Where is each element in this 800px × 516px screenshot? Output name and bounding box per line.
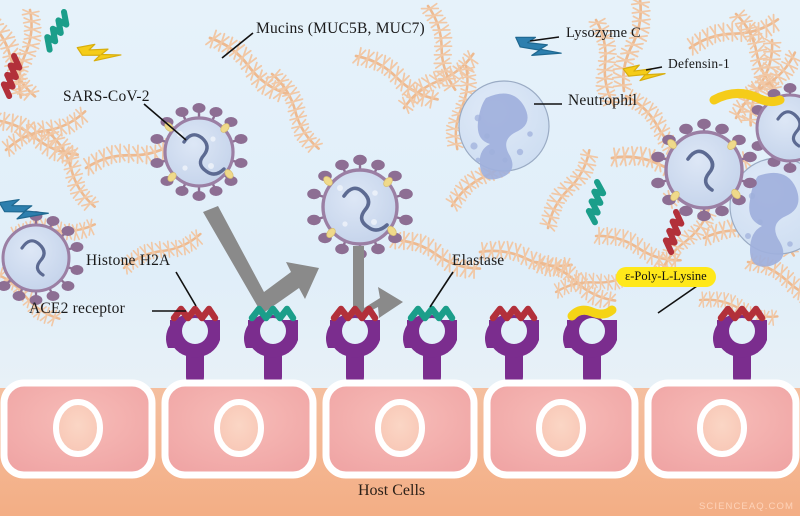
virus-deflection-arrow [203,206,319,314]
virus-rna [686,149,715,192]
host-cell-nucleus [536,399,586,457]
lysozyme-c-peptide [515,36,562,56]
sars-cov-2-particle [307,154,413,260]
label-poly-l-lysine: ε-Poly-L-Lysine [616,267,716,287]
host-cell [322,379,478,479]
ace2-receptor [563,305,617,386]
label-histone-h2a: Histone H2A [86,252,171,269]
sars-cov-2-particle [751,83,800,173]
histone-h2a-cap [489,305,538,322]
label-ace2-receptor: ACE2 receptor [29,300,125,317]
neutrophil-nucleus [749,172,799,267]
sars-cov-2-particle [0,211,84,305]
label-neutrophil: Neutrophil [568,92,638,109]
ace2-receptor [166,305,220,386]
label-lysozyme-c: Lysozyme C [566,25,641,41]
histone-h2a-cap [330,305,379,322]
host-cell-row [0,379,800,479]
histone-h2a-peptide [662,209,685,256]
histone-h2a-cap [717,305,766,322]
lysozyme-c-peptide [0,198,49,220]
leader-lines [143,32,698,314]
host-cell-nucleus [214,399,264,457]
host-cell-nucleus [697,399,747,457]
ace2-receptor-row [166,305,767,386]
elastase-cap [407,305,456,322]
host-cell-nucleus [375,399,425,457]
ace2-receptor [485,305,539,386]
virus-rna [776,110,800,148]
poly-l-lysine-cap [567,305,617,321]
label-elastase: Elastase [452,252,505,269]
ace2-receptor [403,305,457,386]
neutrophil-granules [470,114,533,163]
histone-h2a-cap [170,305,219,322]
sars-cov-2-particle [651,118,757,222]
virus-rna [20,239,46,277]
label-defensin-1: Defensin-1 [668,56,730,71]
label-host-cells: Host Cells [358,482,426,499]
elastase-peptide [585,179,607,226]
label-mucins: Mucins (MUC5B, MUC7) [256,20,425,37]
host-cell [483,379,639,479]
defensin-1-peptide [709,89,785,107]
defensin-1-peptide [622,64,666,82]
virus-rna [182,133,226,176]
elastase-cap [248,305,297,322]
label-sars-cov-2: SARS-CoV-2 [63,88,150,105]
ace2-receptor [712,305,767,386]
virus-rna [342,186,389,232]
host-cell [0,379,156,479]
ace2-receptor [326,305,380,386]
neutrophil-cell [458,80,550,180]
ace2-receptor [244,305,298,386]
elastase-peptide [44,9,70,53]
histone-h2a-peptide [0,53,23,100]
watermark: SCIENCEAQ.COM [698,501,794,512]
host-cell [644,379,800,479]
neutrophil-granules [745,192,793,247]
host-cell-nucleus [53,399,103,457]
neutrophil-nucleus [477,93,528,180]
defensin-1-peptide [76,43,122,62]
virus-deflection-arrow [353,246,403,320]
host-cell [161,379,317,479]
